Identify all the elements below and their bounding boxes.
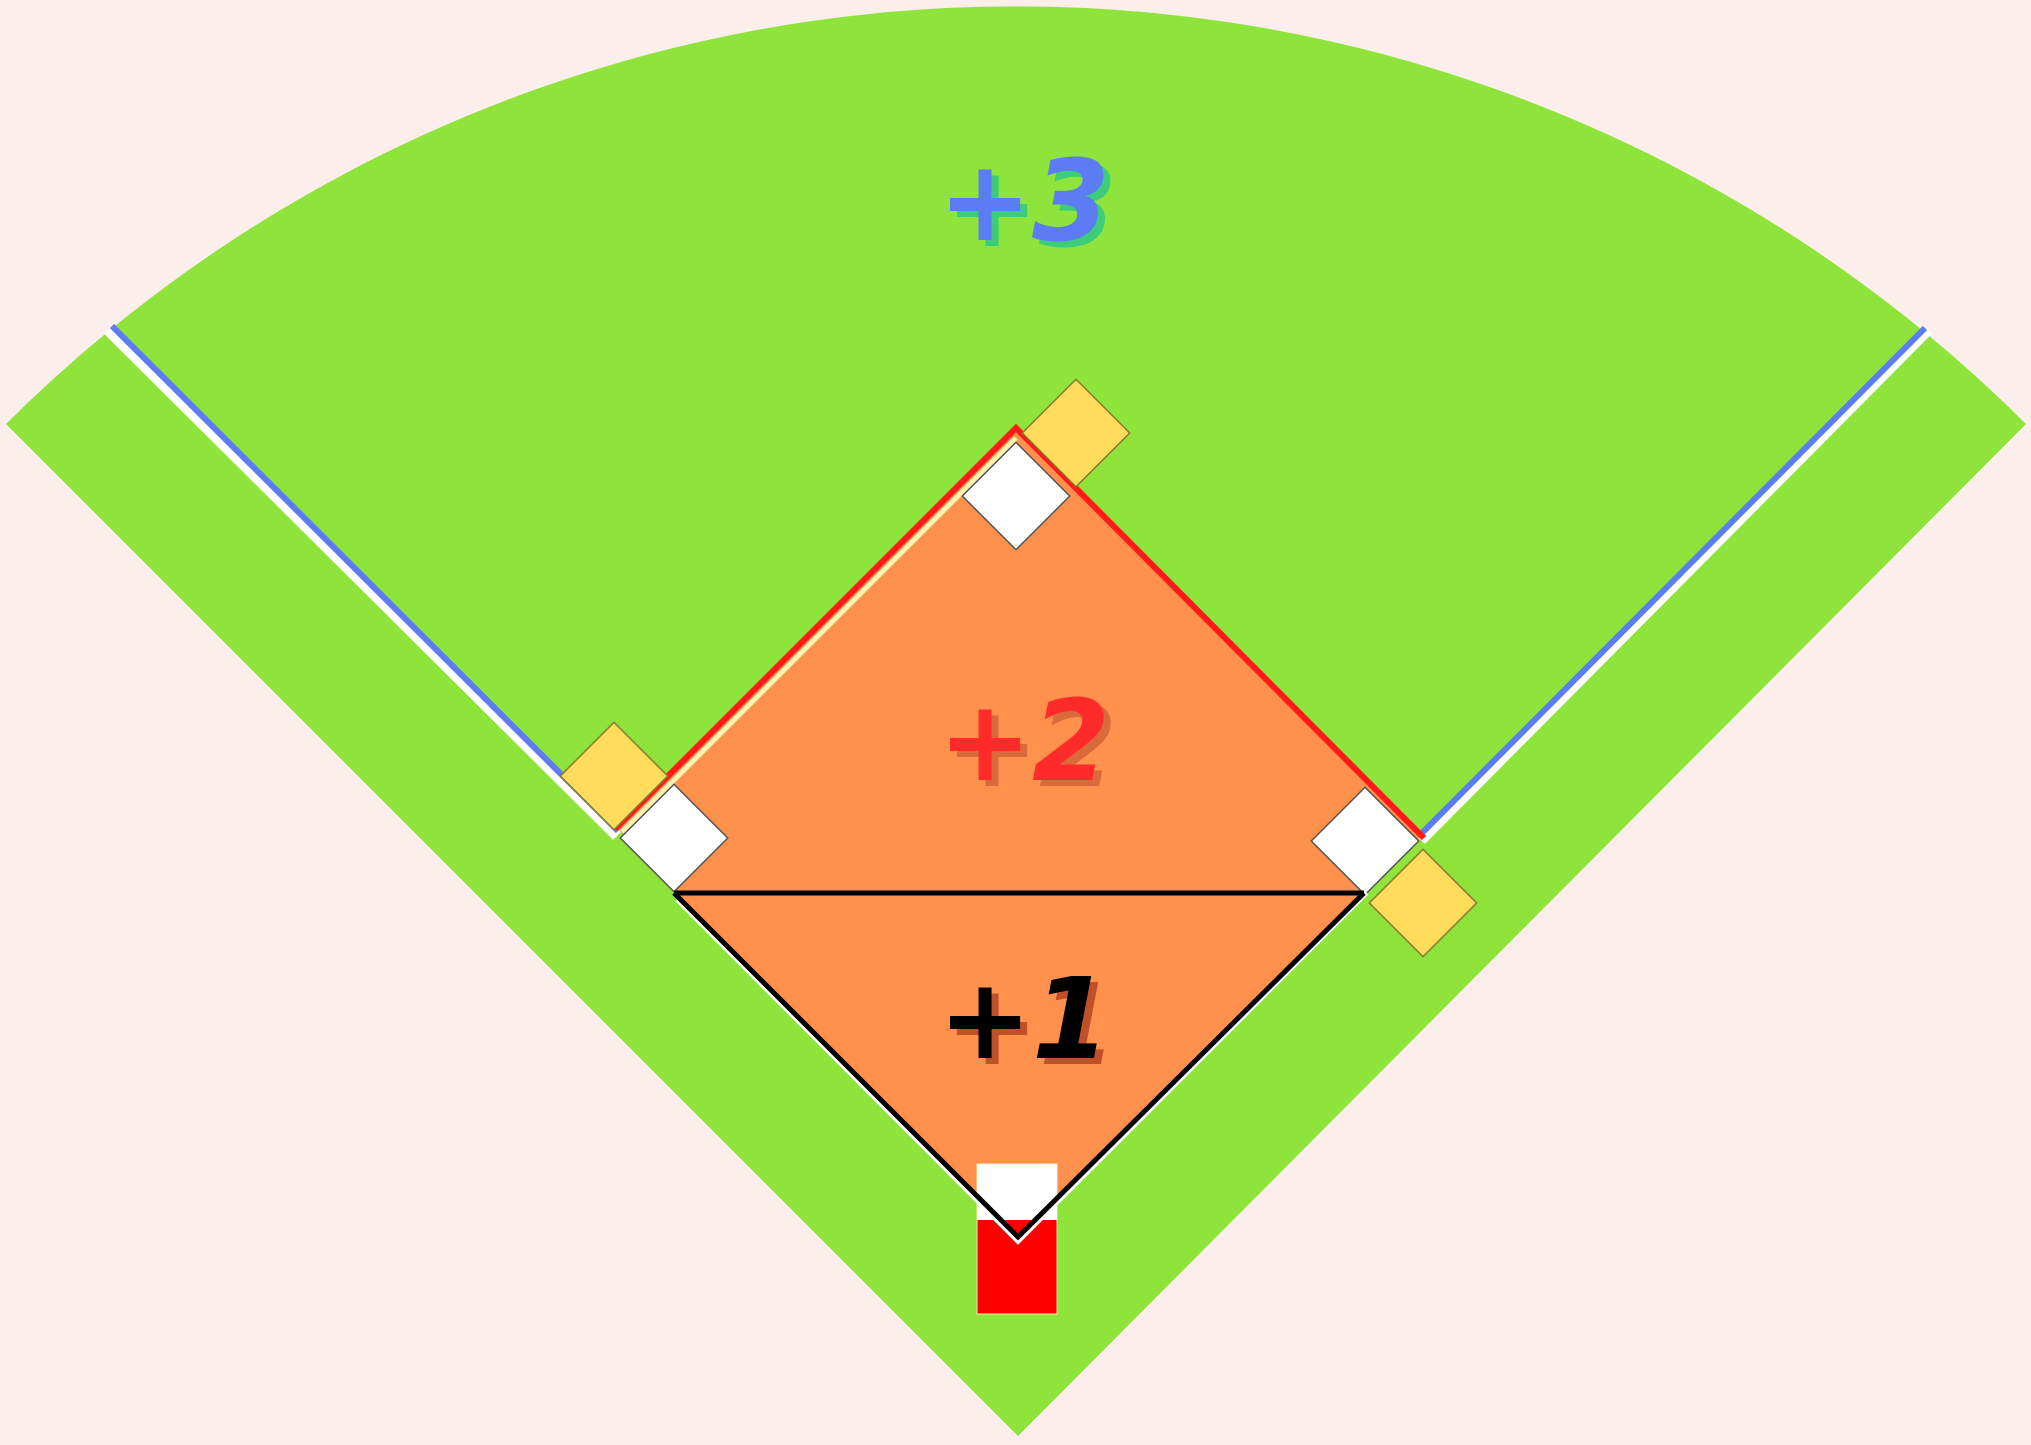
upper-infield-label: +2 [938,677,1110,807]
outfield-label: +3 [938,137,1110,267]
lower-infield-label: +1 [938,955,1110,1085]
